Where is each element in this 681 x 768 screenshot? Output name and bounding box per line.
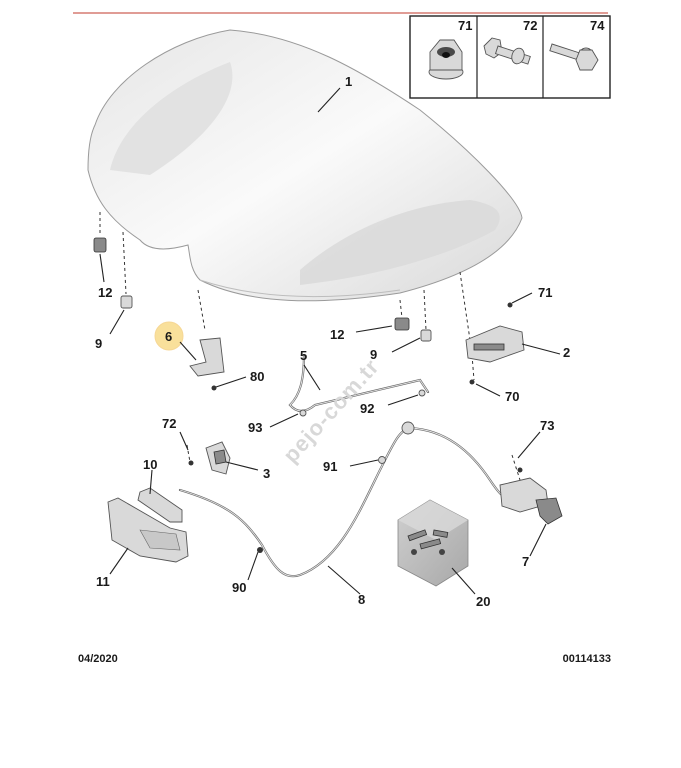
callout-80: 80: [250, 369, 264, 384]
secondary-latch: [499, 467, 563, 525]
release-cable: [178, 421, 512, 578]
callout-9-left: 9: [95, 336, 102, 351]
fixing-kit-box: [397, 499, 469, 587]
bonnet-lock-latch: [188, 441, 231, 475]
callout-90: 90: [232, 580, 246, 595]
callout-12-left: 12: [98, 285, 112, 300]
bonnet-safety-catch: [189, 337, 225, 391]
hex-bolt-icon: [483, 37, 531, 65]
callout-71: 71: [538, 285, 552, 300]
flange-bolt-icon: [549, 43, 599, 71]
buffer-12-left: [93, 237, 107, 253]
callout-9-center: 9: [370, 347, 377, 362]
callout-11: 11: [96, 574, 110, 589]
callout-6: 6: [165, 329, 172, 344]
callout-7: 7: [522, 554, 529, 569]
callout-labels: 1 12 9 6 80 5 12 9 71 2 70 92 93 72 3 10…: [95, 74, 570, 609]
callout-12-center: 12: [330, 327, 344, 342]
callout-70: 70: [505, 389, 519, 404]
callout-20: 20: [476, 594, 490, 609]
callout-91: 91: [323, 459, 337, 474]
bonnet-hinge: [465, 302, 525, 385]
callout-72: 72: [162, 416, 176, 431]
flange-nut-icon: [428, 39, 464, 80]
highlight-marker: [154, 321, 184, 351]
callout-2: 2: [563, 345, 570, 360]
buffer-12-center: [394, 317, 410, 331]
kit-parts-icon: [407, 529, 449, 555]
leader-lines: [99, 87, 561, 595]
clip-9-left: [120, 295, 133, 309]
legend-label-74: 74: [590, 18, 605, 33]
diagram-reference: 00114133: [562, 653, 611, 665]
bonnet-panel: [87, 29, 523, 302]
legend-label-71: 71: [458, 18, 472, 33]
legend-label-72: 72: [523, 18, 537, 33]
bonnet-stay-rod: [288, 353, 430, 417]
callout-92: 92: [360, 401, 374, 416]
lock-cover-11: [107, 497, 189, 563]
callout-5: 5: [300, 348, 307, 363]
callout-3: 3: [263, 466, 270, 481]
clip-9-center: [420, 329, 432, 342]
diagram-date: 04/2020: [78, 653, 118, 665]
callout-8: 8: [358, 592, 365, 607]
callout-1: 1: [345, 74, 352, 89]
callout-10: 10: [143, 457, 157, 472]
fastener-legend-box: 71 72 74: [409, 15, 611, 99]
callout-73: 73: [540, 418, 554, 433]
callout-93: 93: [248, 420, 262, 435]
